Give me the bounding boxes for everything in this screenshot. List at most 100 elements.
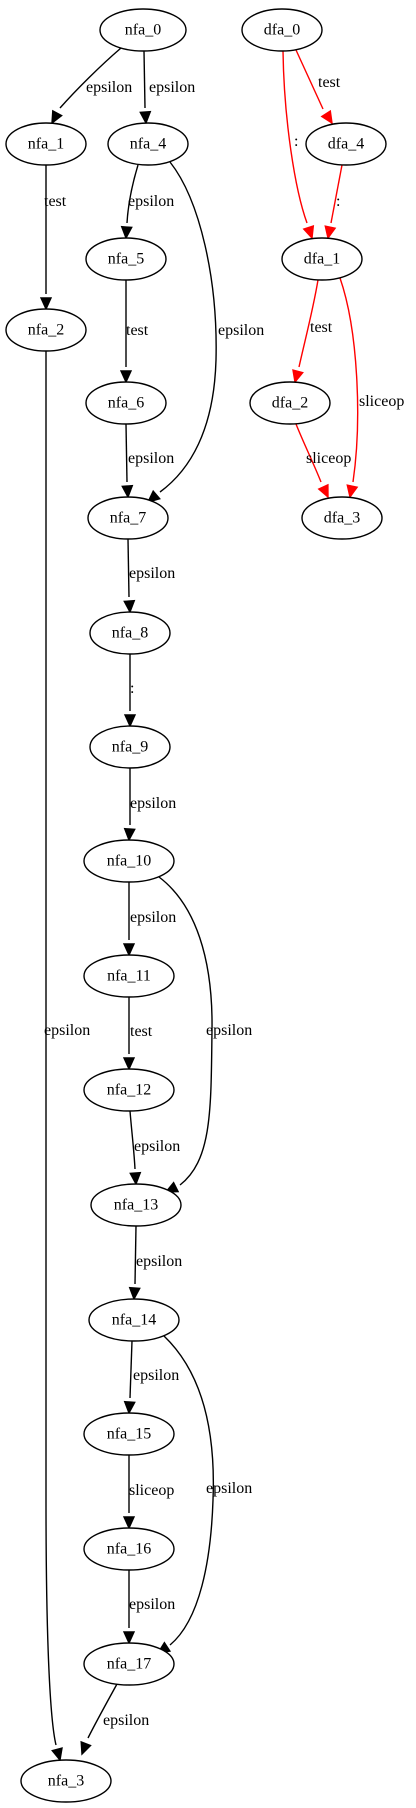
node-nfa-5: nfa_5 [85, 237, 167, 281]
node-ellipse [89, 611, 171, 655]
edge-line [134, 1225, 137, 1285]
node-ellipse [99, 8, 187, 52]
edge-label: sliceop [306, 450, 351, 467]
node-ellipse [305, 122, 387, 166]
arrowhead-icon [121, 484, 134, 499]
node-ellipse [87, 496, 169, 540]
edge-nfa_10-nfa_11: epsilon [122, 882, 176, 957]
node-nfa-1: nfa_1 [5, 122, 87, 166]
node-label: nfa_12 [107, 1082, 151, 1099]
edge-line [339, 277, 359, 483]
arrowhead-icon [139, 110, 152, 125]
edge-label: test [130, 1023, 153, 1040]
edge-label: epsilon [128, 450, 174, 467]
node-label: nfa_10 [107, 853, 151, 870]
node-nfa-9: nfa_9 [89, 725, 171, 769]
node-label: dfa_0 [264, 22, 300, 39]
edge-nfa_11-nfa_12: test [122, 997, 153, 1071]
node-label: nfa_1 [28, 136, 64, 153]
node-label: nfa_6 [108, 395, 144, 412]
arrowhead-icon [80, 1740, 92, 1756]
arrowhead-icon [119, 370, 133, 384]
edge-dfa_4-dfa_1: : [324, 164, 343, 240]
node-ellipse [85, 237, 167, 281]
node-nfa-7: nfa_7 [87, 496, 169, 540]
node-nfa-0: nfa_0 [99, 8, 187, 52]
node-ellipse [107, 122, 189, 166]
arrowhead-icon [292, 369, 304, 384]
node-ellipse [281, 237, 363, 281]
node-dfa-3: dfa_3 [301, 496, 383, 540]
edge-nfa_8-nfa_9: : [123, 654, 137, 728]
node-label: nfa_15 [107, 1426, 151, 1443]
arrowhead-icon [122, 943, 136, 957]
edge-label: epsilon [129, 1596, 175, 1613]
node-ellipse [20, 1759, 112, 1803]
edge-nfa_7-nfa_8: epsilon [123, 538, 175, 614]
edge-label: sliceop [359, 393, 404, 410]
edge-label: epsilon [86, 79, 132, 96]
node-label: nfa_8 [112, 625, 148, 642]
node-ellipse [83, 1527, 175, 1571]
node-nfa-11: nfa_11 [83, 954, 175, 998]
arrowhead-icon [123, 599, 136, 614]
edge-line [127, 538, 130, 598]
edge-line [87, 1683, 118, 1739]
edge-label: sliceop [129, 1482, 174, 1499]
nodes-layer: nfa_0 nfa_1 nfa_4 nfa_2 nfa_5 nfa_6 nfa_7 nfa_8… [5, 8, 387, 1803]
edge-dfa_0-dfa_1: : [282, 50, 315, 240]
edge-line [45, 351, 57, 1746]
node-ellipse [85, 381, 167, 425]
edge-nfa_0-nfa_1: epsilon [51, 47, 132, 125]
node-nfa-16: nfa_16 [83, 1527, 175, 1571]
edge-dfa_0-dfa_4: test [295, 49, 341, 125]
edge-nfa_9-nfa_10: epsilon [123, 768, 176, 842]
edge-label: test [126, 322, 149, 339]
edge-nfa_6-nfa_7: epsilon [121, 423, 174, 499]
edge-nfa_15-nfa_16: sliceop [122, 1455, 174, 1530]
arrowhead-icon [39, 297, 53, 311]
node-label: nfa_14 [112, 1312, 156, 1329]
node-ellipse [5, 308, 87, 352]
node-ellipse [88, 1298, 180, 1342]
arrowhead-icon [320, 109, 333, 125]
edge-label: epsilon [129, 565, 175, 582]
node-ellipse [241, 8, 323, 52]
edge-nfa_12-nfa_13: epsilon [129, 1110, 180, 1186]
edge-label: epsilon [128, 193, 174, 210]
arrowhead-icon [123, 714, 137, 728]
edge-dfa_1-dfa_3: sliceop [339, 277, 404, 499]
arrowhead-icon [346, 484, 359, 499]
node-nfa-3: nfa_3 [20, 1759, 112, 1803]
arrowhead-icon [51, 1747, 63, 1762]
edge-line [298, 279, 319, 368]
edge-dfa_2-dfa_3: sliceop [295, 423, 351, 499]
node-nfa-2: nfa_2 [5, 308, 87, 352]
arrowhead-icon [129, 1171, 142, 1186]
node-label: nfa_17 [107, 1656, 151, 1673]
node-nfa-4: nfa_4 [107, 122, 189, 166]
edge-label: : [294, 133, 298, 150]
node-label: nfa_0 [125, 22, 161, 39]
arrowhead-icon [324, 225, 337, 240]
node-label: nfa_16 [107, 1541, 151, 1558]
edge-line [295, 49, 324, 110]
edge-line [330, 164, 343, 224]
arrowhead-icon [146, 489, 161, 504]
edge-label: epsilon [44, 1022, 90, 1039]
edge-label: test [44, 193, 67, 210]
node-label: nfa_11 [107, 968, 151, 985]
node-label: nfa_5 [108, 251, 144, 268]
arrowhead-icon [120, 225, 133, 240]
edge-label: epsilon [206, 1480, 252, 1497]
edge-label: epsilon [134, 1138, 180, 1155]
edge-nfa_4-nfa_5: epsilon [120, 164, 174, 240]
edge-label: test [318, 74, 341, 91]
node-label: dfa_3 [324, 510, 360, 527]
node-ellipse [249, 381, 331, 425]
edge-line [59, 47, 122, 109]
edge-dfa_1-dfa_2: test [292, 279, 333, 384]
node-label: nfa_3 [48, 1773, 84, 1790]
edge-line [126, 164, 139, 224]
